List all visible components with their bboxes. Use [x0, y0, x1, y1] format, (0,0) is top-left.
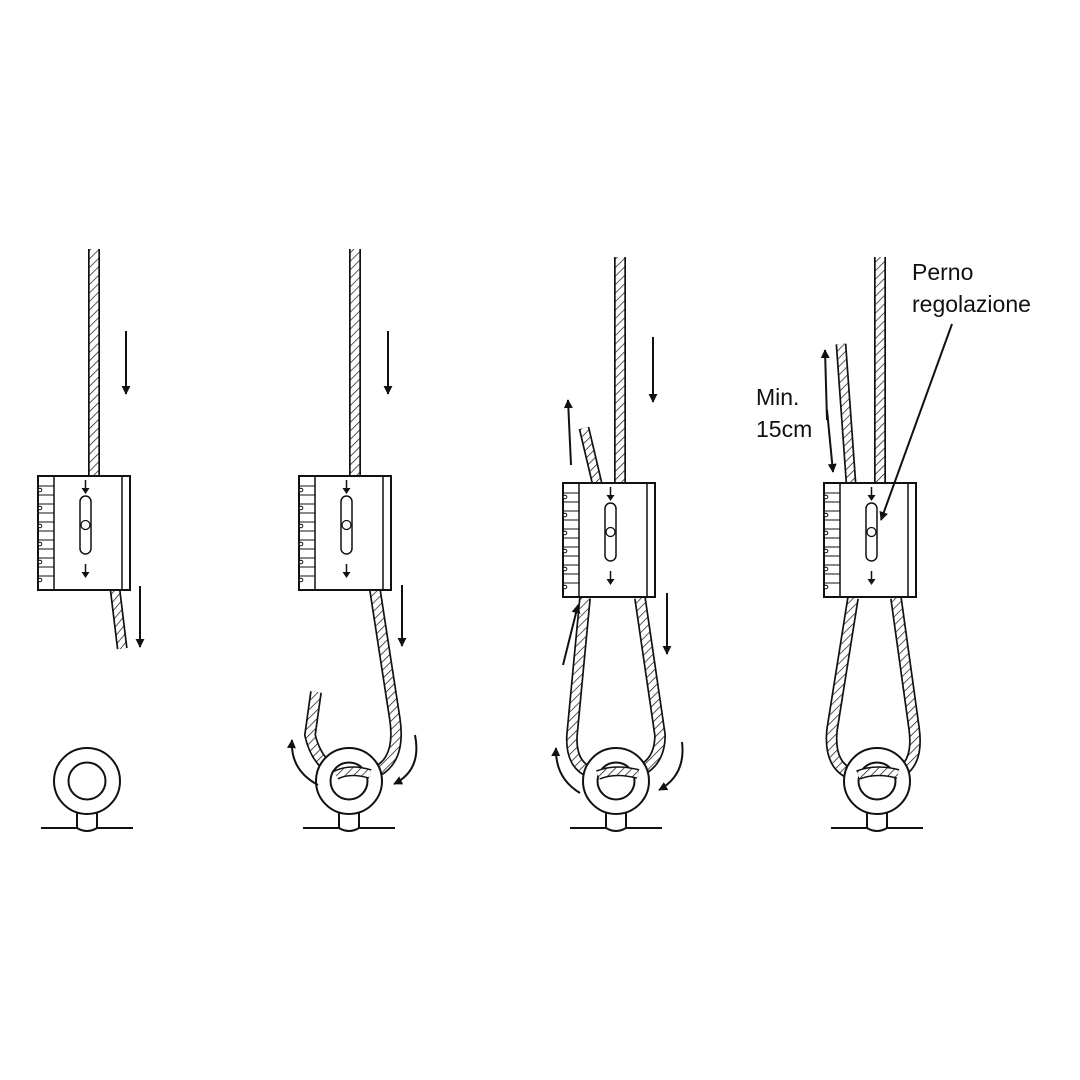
- min-length-arrow: [826, 409, 837, 473]
- step-4: [820, 257, 953, 832]
- step-3: [551, 257, 684, 832]
- min-length-label: Min. 15cm: [756, 381, 812, 445]
- curved-arrow: [286, 739, 319, 786]
- curved-arrow: [551, 747, 581, 794]
- min-length-label-line2: 15cm: [756, 416, 813, 442]
- up-arrow: [562, 604, 581, 666]
- curved-arrow: [393, 734, 418, 785]
- step-1: [37, 249, 145, 832]
- up-arrow: [563, 399, 573, 466]
- adjustment-pin-label-line1: Perno: [912, 259, 974, 285]
- adjustment-pin-label: Perno regolazione: [912, 256, 1031, 320]
- curved-arrow: [658, 741, 684, 791]
- adjustment-pin-label-line2: regolazione: [912, 291, 1031, 317]
- wire-rope: [88, 249, 128, 650]
- step-2: [286, 249, 418, 832]
- min-length-arrow: [820, 349, 830, 421]
- min-length-label-line1: Min.: [756, 384, 800, 410]
- pin-leader-line: [879, 323, 953, 521]
